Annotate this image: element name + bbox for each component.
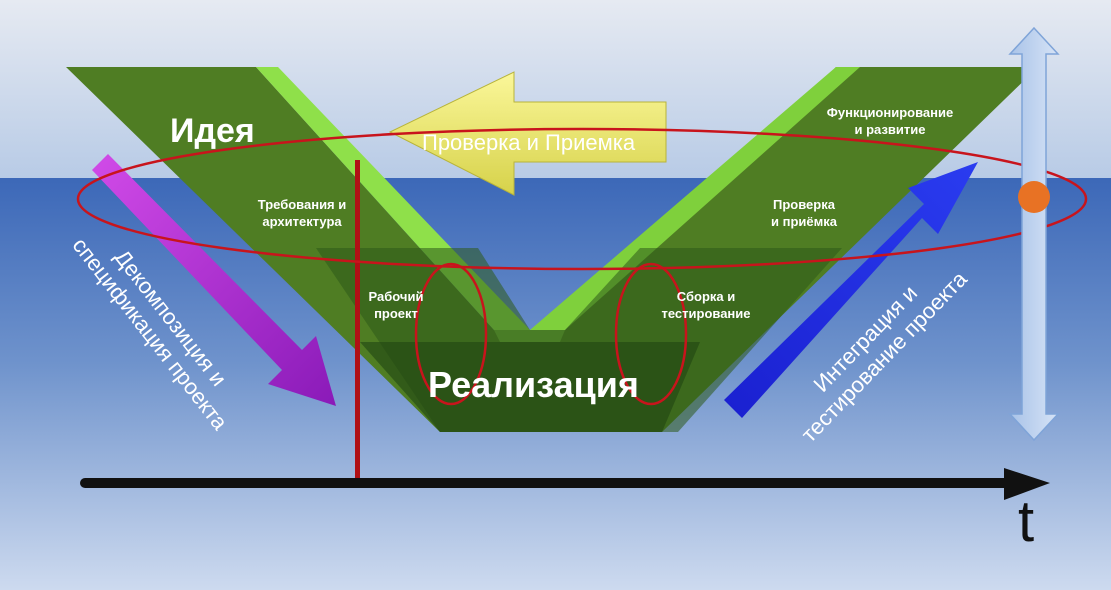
time-axis-arrowhead-icon xyxy=(1004,468,1050,500)
working-design-ellipse xyxy=(414,262,488,406)
stage-operation-line2: и развитие xyxy=(854,122,926,137)
implementation-label: Реализация xyxy=(428,364,639,405)
orange-dot-marker xyxy=(1018,181,1050,213)
decomposition-arrow-icon xyxy=(92,154,336,406)
left-yellow-arrow-icon xyxy=(388,71,667,196)
stage-working-design-line1: Рабочий xyxy=(368,289,424,304)
current-phase-line xyxy=(355,160,360,488)
stage-requirements-line2: архитектура xyxy=(262,214,342,229)
integration-arrow-icon xyxy=(724,162,978,418)
stage-acceptance-line1: Проверка xyxy=(773,197,835,212)
v-shape xyxy=(66,67,1038,432)
time-axis-line xyxy=(80,478,1010,488)
stage-operation: Функционирование и развитие xyxy=(810,104,970,138)
stage-working-design-line2: проект xyxy=(374,306,418,321)
stage-operation-line1: Функционирование xyxy=(826,105,954,120)
stage-requirements-line1: Требования и xyxy=(257,197,347,212)
v-right-bevel xyxy=(530,67,860,330)
stage-acceptance-line2: и приёмка xyxy=(771,214,837,229)
stage-working-design: Рабочий проект xyxy=(358,288,434,322)
stage-assembly-line1: Сборка и xyxy=(676,289,736,304)
assembly-ellipse xyxy=(614,262,688,406)
v-bottom-shadow xyxy=(360,342,700,432)
stage-requirements: Требования и архитектура xyxy=(246,196,358,230)
verification-ellipse xyxy=(76,127,1088,271)
verification-banner-label: Проверка и Приемка xyxy=(422,130,636,155)
time-axis-label: t xyxy=(1018,489,1035,554)
idea-label: Идея xyxy=(170,112,255,150)
double-headed-vertical-arrow-icon xyxy=(1008,26,1060,442)
time-axis xyxy=(80,468,1050,500)
stage-assembly: Сборка и тестирование xyxy=(650,288,762,322)
stage-acceptance: Проверка и приёмка xyxy=(756,196,852,230)
stage-assembly-line2: тестирование xyxy=(661,306,751,321)
